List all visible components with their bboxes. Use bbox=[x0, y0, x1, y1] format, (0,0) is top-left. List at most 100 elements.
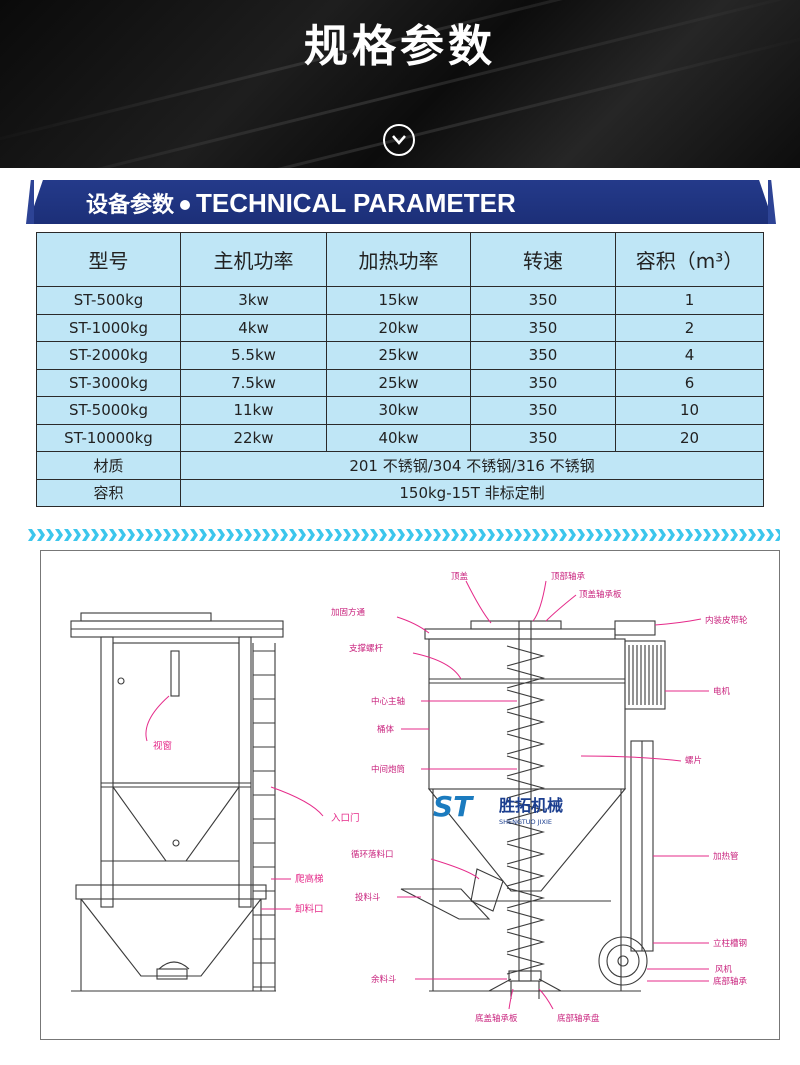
divider-chevron-icon bbox=[442, 529, 450, 541]
bullet-dot-icon bbox=[180, 199, 191, 210]
table-cell: 5.5kw bbox=[180, 341, 327, 370]
label-discharge: 卸料口 bbox=[295, 903, 324, 915]
divider-chevron-icon bbox=[388, 529, 396, 541]
left-sight-window bbox=[170, 650, 180, 697]
divider-chevron-icon bbox=[586, 529, 594, 541]
divider-chevron-icon bbox=[208, 529, 216, 541]
divider-chevron-icon bbox=[721, 529, 729, 541]
table-cell: ST-3000kg bbox=[36, 368, 181, 397]
mixer-diagram-svg: ST 胜拓机械 SHENGTUO JIXIE 视窗 入口门 爬高梯 卸料口 顶盖 bbox=[70, 571, 748, 1024]
divider-chevron-icon bbox=[730, 529, 738, 541]
label-reinforce: 加固方通 bbox=[331, 607, 366, 618]
header-hero: 规格参数 bbox=[0, 0, 800, 168]
divider-chevron-icon bbox=[82, 529, 90, 541]
divider-chevron-icon bbox=[469, 529, 477, 541]
divider-chevron-icon bbox=[460, 529, 468, 541]
divider-chevron-icon bbox=[379, 529, 387, 541]
divider-chevron-icon bbox=[280, 529, 288, 541]
divider-chevron-icon bbox=[595, 529, 603, 541]
divider-chevron-icon bbox=[172, 529, 180, 541]
table-cell: 25kw bbox=[326, 341, 471, 370]
table-cell: 11kw bbox=[180, 396, 327, 425]
divider-chevron-icon bbox=[559, 529, 567, 541]
divider-chevron-icon bbox=[289, 529, 297, 541]
table-cell: 20kw bbox=[326, 313, 471, 342]
table-cell: ST-5000kg bbox=[36, 396, 181, 425]
divider-chevron-icon bbox=[613, 529, 621, 541]
right-fan bbox=[598, 936, 648, 986]
banner-title-cn: 设备参数 bbox=[86, 193, 175, 218]
table-cell: 40kw bbox=[326, 423, 471, 452]
divider-chevron-icon bbox=[343, 529, 351, 541]
label-window: 视窗 bbox=[153, 740, 172, 752]
divider-chevron-icon bbox=[154, 529, 162, 541]
label-column: 立柱槽钢 bbox=[713, 938, 747, 949]
divider-chevron-icon bbox=[541, 529, 549, 541]
page-title: 规格参数 bbox=[304, 21, 496, 72]
divider-chevron-icon bbox=[100, 529, 108, 541]
label-top-cover: 顶盖 bbox=[451, 571, 469, 582]
right-top-cover bbox=[424, 628, 616, 640]
right-cone bbox=[427, 788, 627, 892]
divider-chevron-icon bbox=[649, 529, 657, 541]
divider-chevron-icon bbox=[118, 529, 126, 541]
divider-chevron-icon bbox=[145, 529, 153, 541]
logo-cn: 胜拓机械 bbox=[499, 796, 563, 815]
table-cell: 350 bbox=[470, 341, 616, 370]
divider-chevron-icon bbox=[775, 529, 780, 541]
dotted-divider bbox=[28, 529, 780, 541]
label-fan: 风机 bbox=[715, 964, 733, 975]
right-motor bbox=[624, 640, 666, 710]
divider-chevron-icon bbox=[127, 529, 135, 541]
label-support-screw: 支撑螺杆 bbox=[349, 643, 384, 654]
divider-chevron-icon bbox=[433, 529, 441, 541]
table-row-capacity: 容积 150kg-15T 非标定制 bbox=[36, 478, 764, 507]
divider-chevron-icon bbox=[406, 529, 414, 541]
table-cell: 25kw bbox=[326, 368, 471, 397]
table-cell: ST-500kg bbox=[36, 286, 181, 315]
divider-chevron-icon bbox=[370, 529, 378, 541]
divider-chevron-icon bbox=[568, 529, 576, 541]
table-row: ST-2000kg 5.5kw 25kw 350 4 bbox=[36, 341, 764, 370]
divider-chevron-icon bbox=[163, 529, 171, 541]
table-row: ST-10000kg 22kw 40kw 350 20 bbox=[36, 423, 764, 452]
table-cell: 20 bbox=[615, 423, 764, 452]
right-feed-hopper bbox=[400, 888, 491, 920]
table-cell: 350 bbox=[470, 313, 616, 342]
divider-chevron-icon bbox=[451, 529, 459, 541]
divider-chevron-icon bbox=[505, 529, 513, 541]
divider-chevron-icon bbox=[109, 529, 117, 541]
divider-chevron-icon bbox=[622, 529, 630, 541]
divider-chevron-icon bbox=[253, 529, 261, 541]
divider-chevron-icon bbox=[316, 529, 324, 541]
divider-chevron-icon bbox=[487, 529, 495, 541]
divider-chevron-icon bbox=[199, 529, 207, 541]
table-row: ST-3000kg 7.5kw 25kw 350 6 bbox=[36, 368, 764, 397]
right-barrel bbox=[428, 638, 626, 790]
right-recycle-port bbox=[470, 868, 504, 912]
spec-table: 型号 主机功率 加热功率 转速 容积（m³） ST-500kg 3kw 15kw… bbox=[36, 232, 764, 507]
divider-chevron-icon bbox=[478, 529, 486, 541]
label-ladder: 爬高梯 bbox=[295, 873, 324, 885]
divider-chevron-icon bbox=[676, 529, 684, 541]
divider-chevron-icon bbox=[64, 529, 72, 541]
left-cone bbox=[111, 786, 241, 862]
right-pulley-housing bbox=[614, 620, 656, 636]
label-top-bearing: 顶部轴承 bbox=[551, 571, 586, 582]
label-top-bearing-plate: 顶盖轴承板 bbox=[579, 589, 622, 600]
label-door: 入口门 bbox=[331, 812, 360, 824]
divider-chevron-icon bbox=[298, 529, 306, 541]
scroll-down-button[interactable] bbox=[383, 124, 415, 156]
left-bottom-cone bbox=[79, 898, 263, 977]
divider-chevron-icon bbox=[46, 529, 54, 541]
divider-chevron-icon bbox=[496, 529, 504, 541]
divider-chevron-icon bbox=[334, 529, 342, 541]
table-cell: 15kw bbox=[326, 286, 471, 315]
divider-chevron-icon bbox=[640, 529, 648, 541]
label-center-shaft: 中心主轴 bbox=[371, 696, 405, 707]
divider-chevron-icon bbox=[73, 529, 81, 541]
divider-chevron-icon bbox=[37, 529, 45, 541]
mixer-diagram: ST 胜拓机械 SHENGTUO JIXIE 视窗 入口门 爬高梯 卸料口 顶盖 bbox=[40, 550, 780, 1040]
table-header-cell: 加热功率 bbox=[326, 232, 471, 287]
